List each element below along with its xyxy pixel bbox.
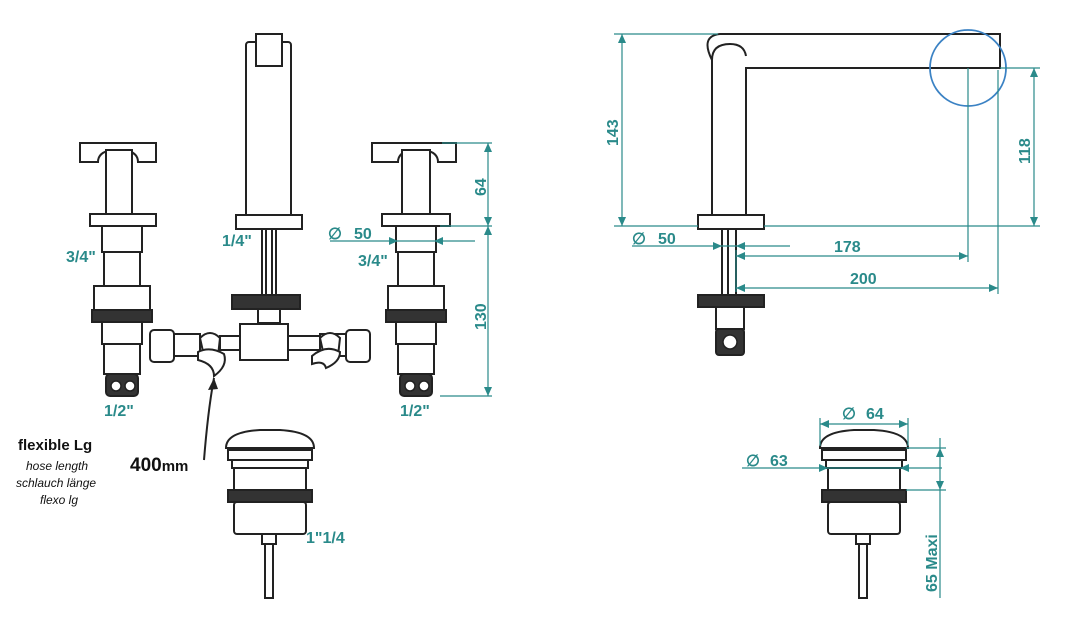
cap-diameter-symbol: ∅ (842, 406, 856, 423)
right-thread-top-label: 3/4" (358, 253, 388, 270)
height-total-label: 143 (605, 119, 622, 146)
body-diameter-symbol: ∅ (746, 453, 760, 470)
spout (231, 33, 303, 324)
hose-leader-arrow (208, 378, 218, 390)
body-height-label: 130 (473, 303, 490, 330)
hose-legend-title: flexible Lg (18, 437, 92, 454)
right-diameter-symbol: ∅ (328, 226, 342, 243)
hose-legend-de: schlauch länge (16, 476, 96, 490)
front-dimensions (330, 142, 492, 397)
connecting-pipes (149, 323, 371, 378)
drain-front: 1"1/4 (224, 429, 345, 599)
right-thread-bottom-label: 1/2" (400, 403, 430, 420)
spout-thread-label: 1/4" (222, 233, 252, 250)
handle-height-label: 64 (473, 178, 490, 196)
drain-side-dimensions (742, 418, 946, 598)
max-thickness-label: 65 Maxi (924, 534, 941, 592)
right-diameter-label: 50 (354, 226, 372, 243)
hose-legend-en: hose length (26, 459, 88, 473)
hose-length-value: 400mm (130, 455, 188, 476)
height-spout-label: 118 (1017, 138, 1034, 164)
front-view: 3/4" 1/2" 1/4" ∅ 50 3/4" 1/2" 64 130 400… (16, 33, 492, 507)
body-diameter-label: 63 (770, 453, 788, 470)
left-valve (79, 142, 157, 397)
hose-legend-fr: flexo lg (40, 493, 78, 507)
hose-leader-line (203, 377, 215, 461)
left-thread-top-label: 3/4" (66, 249, 96, 266)
left-thread-bottom-label: 1/2" (104, 403, 134, 420)
cap-diameter-label: 64 (866, 406, 884, 423)
side-dimensions (614, 33, 1040, 294)
base-diameter-symbol: ∅ (632, 231, 646, 248)
reach-total-label: 200 (850, 271, 877, 288)
base-diameter-label: 50 (658, 231, 676, 248)
side-view: 143 118 ∅ 50 178 200 (605, 29, 1040, 356)
reach-outlet-label: 178 (834, 239, 861, 256)
drain-thread-label: 1"1/4 (306, 530, 345, 547)
right-valve (371, 142, 457, 397)
drain-side: ∅ 64 ∅ 63 65 Maxi (742, 406, 946, 599)
